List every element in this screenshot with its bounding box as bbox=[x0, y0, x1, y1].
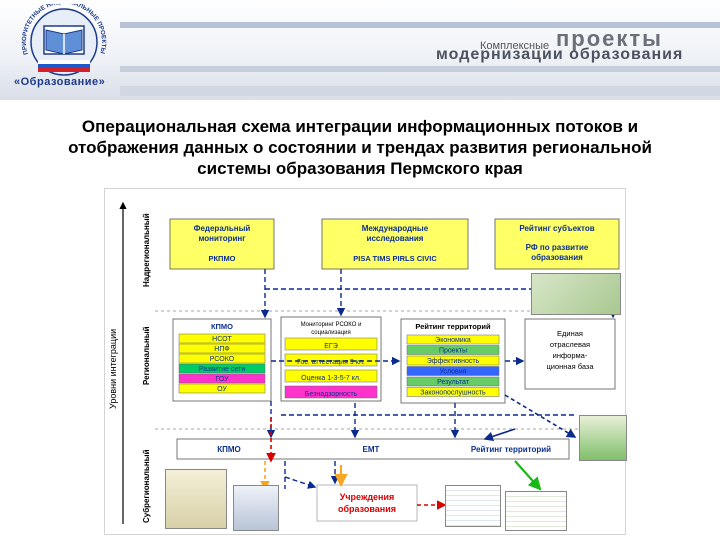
integration-diagram: Уровни интеграции Надрегиональный Регион… bbox=[104, 188, 627, 535]
bar-territory-rating: Рейтинг территорий bbox=[471, 445, 551, 454]
brand-small-text: Комплексные bbox=[480, 40, 550, 52]
table-thumbnail bbox=[445, 485, 501, 527]
subjects-rating-line1: РФ по развитие bbox=[526, 243, 589, 252]
territory-row-cell bbox=[406, 366, 500, 376]
territory-row-cell bbox=[406, 376, 500, 387]
unified-base-line: Единая bbox=[557, 329, 583, 338]
kpmo-row-cell bbox=[178, 373, 266, 384]
kpmo-row-label: ОУ bbox=[217, 386, 227, 393]
subjects-rating-line2: образования bbox=[531, 253, 583, 262]
level-subregional: Субрегиональный bbox=[142, 449, 151, 523]
monitoring-row-label: ЕГЭ bbox=[324, 343, 338, 350]
subregional-bar: КПМО ЕМТ Рейтинг территорий bbox=[176, 438, 570, 460]
level-supra-regional: Надрегиональный bbox=[142, 213, 151, 287]
territory-row-label: Проекты bbox=[439, 348, 467, 355]
accent-arrows bbox=[260, 394, 577, 510]
level-regional: Региональный bbox=[142, 326, 151, 385]
title-line: Операциональная схема интеграции информа… bbox=[81, 117, 639, 136]
territory-row-label: Эффективность bbox=[427, 358, 480, 365]
bar-kpmo: КПМО bbox=[217, 445, 241, 454]
kpmo-row-label: НСОТ bbox=[212, 336, 232, 343]
document-thumbnail bbox=[165, 469, 227, 529]
monitoring-row-cell bbox=[284, 337, 378, 351]
federal-monitoring-box: Федеральный мониторинг РКПМО bbox=[169, 218, 275, 270]
header-stripe bbox=[120, 86, 720, 96]
federal-title-1: Федеральный bbox=[194, 224, 251, 233]
unified-base-line: ционная база bbox=[546, 362, 594, 371]
national-projects-logo: ПРИОРИТЕТНЫЕ НАЦИОНАЛЬНЫЕ ПРОЕКТЫ bbox=[21, 4, 107, 76]
kpmo-row-label: НПФ bbox=[214, 346, 229, 353]
institutions-line2: образования bbox=[338, 504, 396, 514]
kpmo-row-cell bbox=[178, 363, 266, 374]
international-code: PISA TIMS PIRLS CIVIC bbox=[353, 254, 437, 263]
map-thumbnail bbox=[531, 273, 621, 315]
kpmo-row-label: РСОКО bbox=[210, 356, 235, 363]
territory-row-label: Условия bbox=[440, 369, 467, 376]
header-stripe bbox=[120, 22, 720, 28]
unified-base-line: информа- bbox=[553, 351, 588, 360]
territory-row-cell bbox=[406, 334, 500, 345]
territory-rating-title: Рейтинг территорий bbox=[415, 322, 491, 331]
table-thumbnail bbox=[505, 491, 567, 531]
slide-title: Операциональная схема интеграции информа… bbox=[0, 116, 720, 179]
kpmo-row-label: ГОУ bbox=[215, 376, 229, 383]
monitoring-row-cell bbox=[284, 385, 378, 399]
kpmo-row-cell bbox=[178, 353, 266, 364]
kpmo-row-label: Развитие сети bbox=[199, 366, 245, 373]
unified-base-box: Единая отраслевая информа- ционная база bbox=[524, 318, 616, 390]
header-stripe bbox=[120, 66, 720, 72]
monitoring-box: Мониторинг РСОКО и социализация ЕГЭ Гос. … bbox=[280, 316, 382, 402]
monitoring-title-2: социализация bbox=[311, 330, 351, 336]
monitoring-row-cell bbox=[284, 369, 378, 383]
institutions-line1: Учреждения bbox=[340, 492, 395, 502]
logo-caption: «Образование» bbox=[14, 76, 106, 88]
monitoring-row-label: Оценка 1-3-5-7 кл. bbox=[301, 375, 361, 382]
title-line: системы образования Пермского края bbox=[197, 159, 523, 178]
territory-row-label: Экономика bbox=[435, 337, 471, 344]
subjects-rating-box: Рейтинг субъектов РФ по развитие образов… bbox=[494, 218, 620, 270]
axis-main-label: Уровни интеграции bbox=[108, 329, 118, 409]
header-banner: ПРИОРИТЕТНЫЕ НАЦИОНАЛЬНЫЕ ПРОЕКТЫ «Образ… bbox=[0, 0, 720, 100]
form-thumbnail bbox=[233, 485, 279, 531]
kpmo-row-cell bbox=[178, 343, 266, 354]
monitoring-title-1: Мониторинг РСОКО и bbox=[301, 322, 362, 328]
international-research-box: Международные исследования PISA TIMS PIR… bbox=[321, 218, 469, 270]
territory-row-label: Законопослушность bbox=[420, 390, 486, 397]
brand-big-text: проекты bbox=[556, 26, 663, 51]
monitoring-row-label: Гос. аттестация 9 кл. bbox=[297, 359, 365, 366]
territory-row-cell bbox=[406, 387, 500, 397]
chart-thumbnail bbox=[579, 415, 627, 461]
title-line: отображения данных о состоянии и трендах… bbox=[68, 138, 652, 157]
territory-row-cell bbox=[406, 355, 500, 366]
monitoring-row-cell bbox=[284, 353, 378, 367]
federal-title-2: мониторинг bbox=[198, 234, 246, 243]
kpmo-title: КПМО bbox=[211, 322, 233, 331]
brand-sub-text: модернизации образования bbox=[436, 46, 684, 63]
territory-row-cell bbox=[406, 345, 500, 355]
international-title-1: Международные bbox=[362, 224, 429, 233]
kpmo-row-cell bbox=[178, 383, 266, 394]
monitoring-row-label: Безнадзорность bbox=[305, 391, 358, 398]
territory-row-label: Результат bbox=[437, 379, 470, 386]
kpmo-row-cell bbox=[178, 333, 266, 344]
international-title-2: исследования bbox=[367, 234, 424, 243]
territory-rating-box: Рейтинг территорий ЭкономикаПроектыЭффек… bbox=[400, 318, 506, 404]
bar-emt: ЕМТ bbox=[363, 445, 380, 454]
diagram-canvas: Уровни интеграции Надрегиональный Регион… bbox=[108, 201, 620, 524]
unified-base-line: отраслевая bbox=[550, 340, 590, 349]
subjects-rating-title: Рейтинг субъектов bbox=[519, 224, 594, 233]
federal-code: РКПМО bbox=[208, 254, 235, 263]
institutions-box: Учреждения образования bbox=[316, 484, 418, 522]
